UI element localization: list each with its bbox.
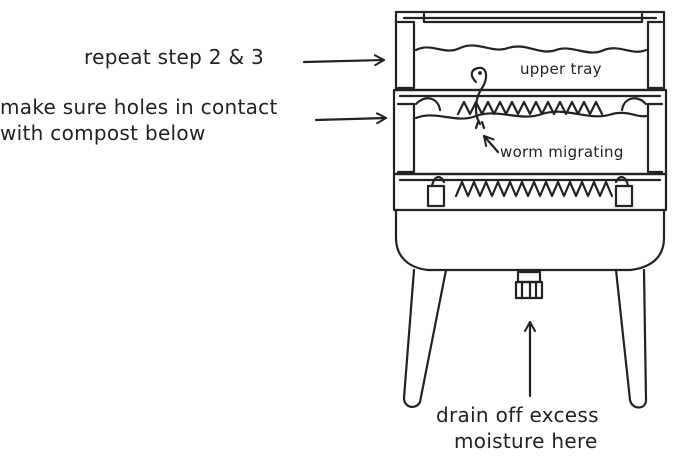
worm-icon bbox=[470, 66, 488, 126]
label-repeat-steps: repeat step 2 & 3 bbox=[84, 45, 265, 69]
label-holes-line1: make sure holes in contact bbox=[0, 95, 278, 119]
worm-tail bbox=[474, 120, 486, 130]
label-drain-line2: moisture here bbox=[454, 429, 598, 453]
middle-tray-holes bbox=[456, 100, 604, 116]
arrow-holes-contact bbox=[314, 112, 388, 125]
label-drain-line1: drain off excess bbox=[436, 403, 599, 427]
label-holes-line2: with compost below bbox=[0, 121, 206, 145]
label-upper-tray: upper tray bbox=[520, 60, 602, 78]
left-leg bbox=[402, 268, 448, 408]
upper-tray bbox=[394, 10, 666, 92]
bottom-tray bbox=[392, 172, 668, 212]
right-leg bbox=[614, 268, 648, 409]
middle-tray bbox=[392, 88, 668, 176]
arrow-worm-migrating bbox=[482, 134, 500, 154]
bottom-tray-holes bbox=[454, 180, 614, 198]
drain-tap bbox=[514, 270, 544, 300]
base-reservoir bbox=[394, 208, 666, 272]
arrow-repeat-steps bbox=[302, 54, 386, 67]
worm-eye bbox=[478, 71, 482, 75]
label-worm-migrating: worm migrating bbox=[500, 143, 624, 161]
